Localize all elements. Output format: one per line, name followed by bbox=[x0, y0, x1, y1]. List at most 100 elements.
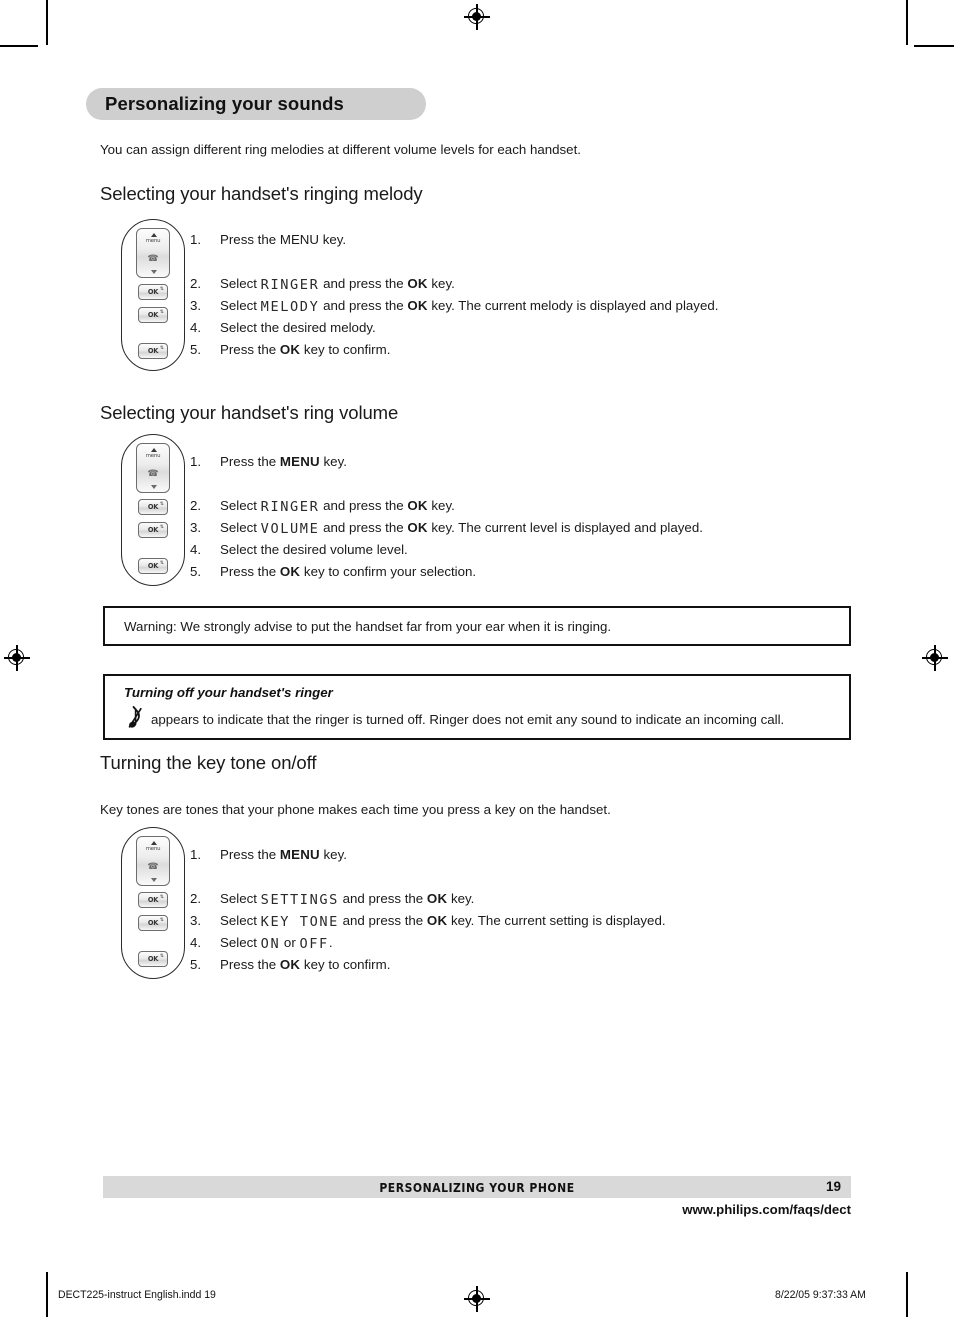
intro-paragraph: You can assign different ring melodies a… bbox=[100, 142, 581, 157]
step-text: Press the OK key to confirm. bbox=[220, 957, 391, 972]
ok-key-label: OK bbox=[147, 503, 159, 512]
registration-mark-right bbox=[922, 645, 948, 671]
production-filename: DECT225-instruct English.indd 19 bbox=[58, 1289, 216, 1301]
up-arrow-icon bbox=[151, 448, 157, 452]
section-heading-ringing-melody: Selecting your handset's ringing melody bbox=[100, 183, 423, 204]
ringer-off-note-box: Turning off your handset's ringer appear… bbox=[103, 674, 851, 740]
footer-url: www.philips.com/faqs/dect bbox=[682, 1202, 851, 1217]
menu-key: menu ☎ bbox=[136, 443, 170, 493]
page-number: 19 bbox=[825, 1179, 841, 1194]
key-name: OK bbox=[407, 498, 428, 513]
warning-box: Warning: We strongly advise to put the h… bbox=[103, 606, 851, 646]
step-text: Select the desired volume level. bbox=[220, 542, 408, 557]
step-text: Select RINGER and press the OK key. bbox=[220, 498, 455, 515]
ok-key-arrows-icon: ⇅ bbox=[159, 952, 164, 959]
ok-key-label: OK bbox=[147, 919, 159, 928]
key-name: OK bbox=[407, 276, 428, 291]
lcd-text: MELODY bbox=[260, 299, 320, 315]
footer-section-title: PERSONALIZING YOUR PHONE bbox=[379, 1179, 575, 1195]
menu-key: menu ☎ bbox=[136, 836, 170, 886]
menu-key-label: menu bbox=[145, 846, 161, 852]
ok-key-arrows-icon: ⇅ bbox=[159, 285, 164, 292]
step-number: 4. bbox=[190, 542, 202, 557]
step-number: 2. bbox=[190, 891, 202, 906]
step-number: 3. bbox=[190, 913, 202, 928]
note-box-title: Turning off your handset's ringer bbox=[124, 685, 333, 700]
crop-mark-bottom-right-vertical bbox=[906, 1272, 908, 1317]
key-name: OK bbox=[279, 957, 301, 972]
registration-mark-left bbox=[4, 645, 30, 671]
down-arrow-icon bbox=[151, 878, 157, 882]
step-number: 5. bbox=[190, 342, 202, 357]
step-text: Press the OK key to confirm. bbox=[220, 342, 391, 357]
ok-key-step5: OK ⇅ bbox=[138, 951, 168, 967]
ok-key-step3: OK ⇅ bbox=[138, 307, 168, 323]
registration-mark-bottom bbox=[464, 1286, 490, 1312]
key-name: OK bbox=[407, 520, 428, 535]
ok-key-arrows-icon: ⇅ bbox=[159, 308, 164, 315]
key-name: OK bbox=[279, 342, 301, 357]
down-arrow-icon bbox=[151, 270, 157, 274]
key-name: MENU bbox=[279, 847, 320, 862]
handset-diagram-2: menu ☎ OK ⇅ OK ⇅ OK ⇅ bbox=[121, 434, 185, 586]
section-heading-key-tone: Turning the key tone on/off bbox=[100, 752, 317, 773]
step-number: 1. bbox=[190, 232, 202, 247]
handset-icon: ☎ bbox=[147, 253, 159, 263]
up-arrow-icon bbox=[151, 841, 157, 845]
step-number: 4. bbox=[190, 935, 202, 950]
production-timestamp: 8/22/05 9:37:33 AM bbox=[775, 1289, 866, 1301]
step-number: 4. bbox=[190, 320, 202, 335]
key-name: OK bbox=[279, 564, 301, 579]
key-name: OK bbox=[426, 891, 448, 906]
ok-key-arrows-icon: ⇅ bbox=[159, 893, 164, 900]
key-name: OK bbox=[407, 298, 428, 313]
handset-diagram-3: menu ☎ OK ⇅ OK ⇅ OK ⇅ bbox=[121, 827, 185, 979]
step-number: 1. bbox=[190, 847, 202, 862]
ok-key-arrows-icon: ⇅ bbox=[159, 916, 164, 923]
step-text: Press the OK key to confirm your selecti… bbox=[220, 564, 477, 579]
step-text: Select ON or OFF. bbox=[220, 935, 333, 952]
step-number: 3. bbox=[190, 298, 202, 313]
step-text: Select KEY TONE and press the OK key. Th… bbox=[220, 913, 666, 930]
ok-key-arrows-icon: ⇅ bbox=[159, 344, 164, 351]
section-heading-ring-volume: Selecting your handset's ring volume bbox=[100, 402, 399, 423]
lcd-text-on: ON bbox=[260, 936, 281, 952]
ok-key-arrows-icon: ⇅ bbox=[159, 559, 164, 566]
lcd-text: RINGER bbox=[260, 277, 320, 293]
step-text: Select RINGER and press the OK key. bbox=[220, 276, 455, 293]
menu-key-label: menu bbox=[145, 238, 161, 244]
ok-key-step5: OK ⇅ bbox=[138, 558, 168, 574]
ok-key-label: OK bbox=[147, 526, 159, 535]
ok-key-step3: OK ⇅ bbox=[138, 915, 168, 931]
step-text: Press the MENU key. bbox=[220, 454, 347, 469]
page-title: Personalizing your sounds bbox=[105, 93, 344, 114]
crossed-music-note-icon bbox=[128, 706, 142, 728]
footer-band: PERSONALIZING YOUR PHONE 19 bbox=[103, 1176, 851, 1198]
warning-text: Warning: We strongly advise to put the h… bbox=[124, 619, 612, 634]
lcd-text: KEY TONE bbox=[260, 914, 339, 930]
page-title-banner: Personalizing your sounds bbox=[86, 88, 426, 120]
ok-key-step3: OK ⇅ bbox=[138, 522, 168, 538]
step-text: Select SETTINGS and press the OK key. bbox=[220, 891, 475, 908]
ok-key-step5: OK ⇅ bbox=[138, 343, 168, 359]
lcd-text: RINGER bbox=[260, 499, 320, 515]
ok-key-step2: OK ⇅ bbox=[138, 892, 168, 908]
crop-mark-bottom-left-vertical bbox=[46, 1272, 48, 1317]
crop-mark-top-right-horizontal bbox=[914, 45, 954, 47]
ok-key-label: OK bbox=[147, 562, 159, 571]
lcd-text: VOLUME bbox=[260, 521, 320, 537]
ok-key-arrows-icon: ⇅ bbox=[159, 523, 164, 530]
step-text: Press the MENU key. bbox=[220, 847, 347, 862]
step-number: 2. bbox=[190, 276, 202, 291]
menu-key: menu ☎ bbox=[136, 228, 170, 278]
registration-mark-top bbox=[464, 4, 490, 30]
ok-key-label: OK bbox=[147, 896, 159, 905]
step-text: Press the MENU key. bbox=[220, 232, 347, 247]
lcd-text: SETTINGS bbox=[260, 892, 339, 908]
step-text: Select MELODY and press the OK key. The … bbox=[220, 298, 719, 315]
step-text: Select the desired melody. bbox=[220, 320, 376, 335]
key-tone-paragraph: Key tones are tones that your phone make… bbox=[100, 802, 611, 817]
crop-mark-top-right-vertical bbox=[906, 0, 908, 45]
down-arrow-icon bbox=[151, 485, 157, 489]
